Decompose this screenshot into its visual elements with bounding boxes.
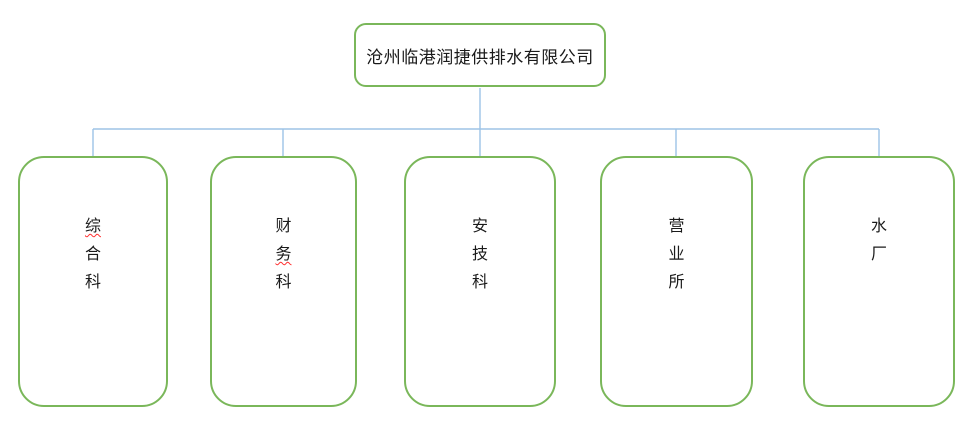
- dept-char: 技: [471, 244, 488, 263]
- dept-char-misspelled: 综: [84, 216, 101, 235]
- dept-box-caiwu-ke: 财务科: [210, 156, 357, 407]
- dept-box-shui-chang: 水厂: [803, 156, 955, 407]
- dept-box-anji-ke: 安技科: [404, 156, 556, 407]
- dept-label: 综合科: [20, 158, 166, 296]
- dept-char: 所: [668, 272, 685, 291]
- org-root-label: 沧州临港润捷供排水有限公司: [366, 47, 594, 68]
- dept-char: 水: [870, 216, 887, 235]
- dept-label: 财务科: [212, 158, 355, 296]
- dept-box-zonghe-ke: 综合科: [18, 156, 168, 407]
- dept-char: 科: [275, 272, 292, 291]
- dept-char-misspelled: 务: [275, 244, 292, 263]
- dept-label: 水厂: [805, 158, 953, 268]
- dept-char: 科: [84, 272, 101, 291]
- dept-box-yingye-suo: 营业所: [600, 156, 753, 407]
- dept-char: 厂: [870, 244, 887, 263]
- dept-char: 安: [471, 216, 488, 235]
- dept-char: 业: [668, 244, 685, 263]
- dept-char: 合: [84, 244, 101, 263]
- org-root-box: 沧州临港润捷供排水有限公司: [354, 23, 606, 87]
- dept-label: 营业所: [602, 158, 751, 296]
- dept-char: 科: [471, 272, 488, 291]
- dept-label: 安技科: [406, 158, 554, 296]
- dept-char: 财: [275, 216, 292, 235]
- dept-char: 营: [668, 216, 685, 235]
